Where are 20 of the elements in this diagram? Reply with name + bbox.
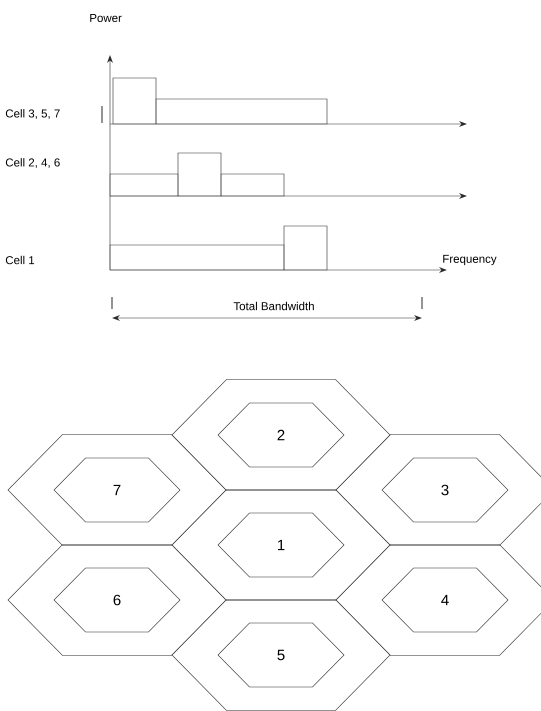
- cell-hexagon: 7: [54, 458, 180, 522]
- cell-hexagon: 5: [218, 622, 344, 688]
- cell-hexagon: [172, 489, 390, 601]
- row-label: Cell 2, 4, 6: [6, 158, 60, 168]
- cell-hexagon: 1: [218, 512, 344, 578]
- cell-hexagon: 3: [382, 458, 508, 522]
- cell-hexagon: [172, 599, 390, 711]
- cell-hexagon: 2: [218, 402, 344, 468]
- row-label: Cell 1: [6, 256, 34, 264]
- cell-hexagon: [336, 434, 541, 546]
- cell-hexagon: 6: [54, 568, 180, 632]
- cell-hexagon: [8, 544, 226, 656]
- cell-hexagon: [172, 379, 390, 491]
- axis-label: Frequency: [443, 254, 497, 266]
- axis-label: Power: [90, 14, 122, 22]
- cell-hexagon: [336, 544, 541, 656]
- dimension-label: Total Bandwidth: [234, 302, 314, 310]
- cell-hexagon: 4: [382, 568, 508, 632]
- row-label: Cell 3, 5, 7: [6, 109, 60, 119]
- cell-hexagon: [8, 434, 226, 546]
